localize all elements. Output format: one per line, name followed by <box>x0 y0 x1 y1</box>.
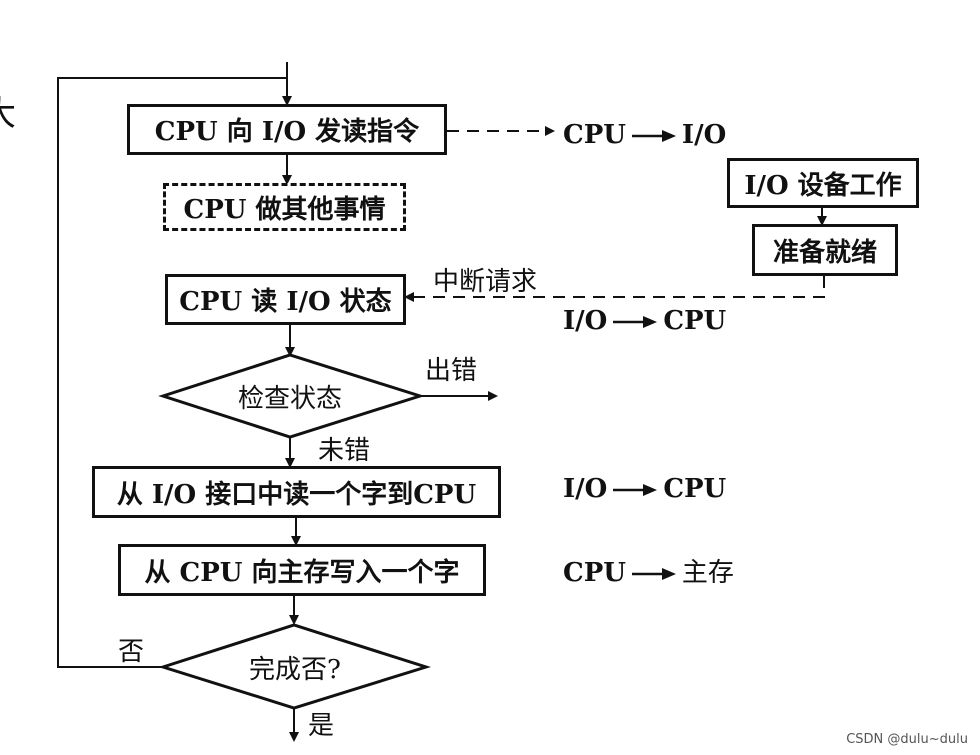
flow-target: CPU <box>663 306 727 336</box>
label-no-error: 未错 <box>318 436 371 466</box>
label-yes: 是 <box>308 711 335 741</box>
flow-io-to-cpu-data: I/O CPU <box>563 474 726 504</box>
flow-source: I/O <box>563 306 608 336</box>
right-arrow-icon <box>613 484 658 496</box>
flow-cpu-to-io: CPU I/O <box>563 120 726 150</box>
flow-cpu-to-memory: CPU 主存 <box>563 552 734 589</box>
label-check-status: 检查状态 <box>237 383 342 414</box>
cropped-edge-glyph: 大 <box>0 86 16 135</box>
right-arrow-icon <box>613 316 658 328</box>
node-ready: 准备就绪 <box>752 224 898 276</box>
loop-back-line <box>57 77 287 668</box>
node-read-word: 从 I/O 接口中读一个字到CPU <box>92 466 501 518</box>
node-do-other: CPU 做其他事情 <box>163 183 406 231</box>
node-io-work: I/O 设备工作 <box>727 158 919 208</box>
flow-target: I/O <box>681 120 727 150</box>
node-send-read: CPU 向 I/O 发读指令 <box>127 104 447 155</box>
node-write-mem: 从 CPU 向主存写入一个字 <box>118 544 486 596</box>
flow-source: CPU <box>563 120 626 150</box>
node-read-status: CPU 读 I/O 状态 <box>165 274 406 325</box>
arrow-interrupt-dashed <box>404 276 825 302</box>
flow-io-to-cpu-status: I/O CPU <box>563 306 726 336</box>
watermark: CSDN @dulu~dulu <box>846 732 968 747</box>
flow-target: 主存 <box>681 558 734 588</box>
label-error: 出错 <box>425 356 478 386</box>
right-arrow-icon <box>631 130 676 142</box>
flow-target: CPU <box>663 474 727 504</box>
label-no: 否 <box>118 637 145 667</box>
flow-source: CPU <box>563 558 626 588</box>
right-arrow-icon <box>631 568 676 580</box>
label-interrupt: 中断请求 <box>433 267 538 297</box>
flow-source: I/O <box>563 474 608 504</box>
diamond-done <box>158 623 432 710</box>
label-done: 完成否? <box>249 654 341 685</box>
diamond-check-status <box>158 353 425 439</box>
